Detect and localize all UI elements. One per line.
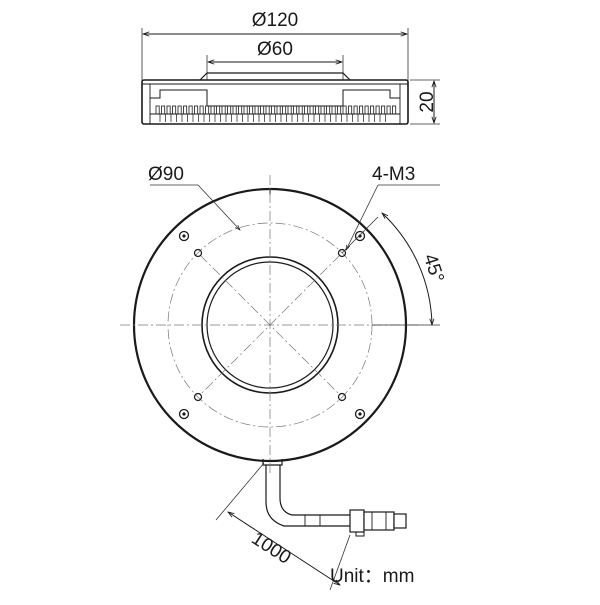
led-element	[227, 105, 232, 115]
led-element	[293, 105, 298, 115]
led-element	[370, 105, 375, 115]
led-element	[232, 105, 237, 115]
led-element	[249, 105, 254, 115]
screw-icon	[354, 408, 366, 420]
mount-hole	[193, 392, 203, 402]
led-element	[188, 105, 193, 115]
led-element	[287, 105, 292, 115]
unit-label: Unit：mm	[330, 566, 414, 587]
angle-label: 45°	[419, 251, 448, 285]
led-element	[298, 105, 303, 115]
outer-diameter-label: Ø120	[252, 10, 298, 31]
led-element	[331, 105, 336, 115]
screw-icon	[178, 230, 190, 242]
led-element	[161, 105, 166, 115]
led-element	[260, 105, 265, 115]
led-element	[375, 105, 380, 115]
led-element	[216, 105, 221, 115]
mount-hole	[193, 248, 203, 258]
led-element	[320, 105, 325, 115]
led-element	[326, 105, 331, 115]
led-element	[342, 105, 347, 115]
mount-hole	[337, 248, 347, 258]
led-element	[348, 105, 353, 115]
led-element	[386, 105, 391, 115]
led-element	[221, 105, 226, 115]
led-element	[177, 105, 182, 115]
led-element	[238, 105, 243, 115]
led-element	[205, 105, 210, 115]
inner-diameter-label: Ø60	[257, 39, 293, 60]
led-element	[381, 105, 386, 115]
mount-hole	[337, 392, 347, 402]
led-element	[210, 105, 215, 115]
led-element	[304, 105, 309, 115]
led-element	[364, 105, 369, 115]
led-element	[194, 105, 199, 115]
screw-icon	[354, 230, 366, 242]
led-element	[199, 105, 204, 115]
led-element	[254, 105, 259, 115]
led-element	[315, 105, 320, 115]
led-element	[282, 105, 287, 115]
led-element	[392, 105, 397, 115]
side-view: Ø120 Ø60 20	[141, 10, 440, 125]
bolt-circle-label: Ø90	[148, 164, 184, 185]
led-element	[359, 105, 364, 115]
led-element	[166, 105, 171, 115]
cable-length-dimension-line	[228, 512, 340, 585]
led-element	[155, 105, 160, 115]
led-element	[271, 105, 276, 115]
led-element	[309, 105, 314, 115]
led-element	[353, 105, 358, 115]
led-element	[265, 105, 270, 115]
led-element	[172, 105, 177, 115]
holes-label: 4-M3	[372, 164, 415, 185]
angle-arc	[382, 213, 432, 325]
led-element	[276, 105, 281, 115]
led-element	[183, 105, 188, 115]
screw-icon	[178, 408, 190, 420]
cable-length-label: 1000	[248, 528, 295, 569]
side-body	[141, 79, 409, 125]
connector-plug	[349, 509, 407, 537]
led-element	[337, 105, 342, 115]
led-element	[243, 105, 248, 115]
front-view: Ø90 4-M3 45° 1000	[120, 164, 448, 591]
cable	[265, 465, 350, 527]
led-row	[155, 105, 397, 122]
height-label: 20	[417, 91, 438, 112]
